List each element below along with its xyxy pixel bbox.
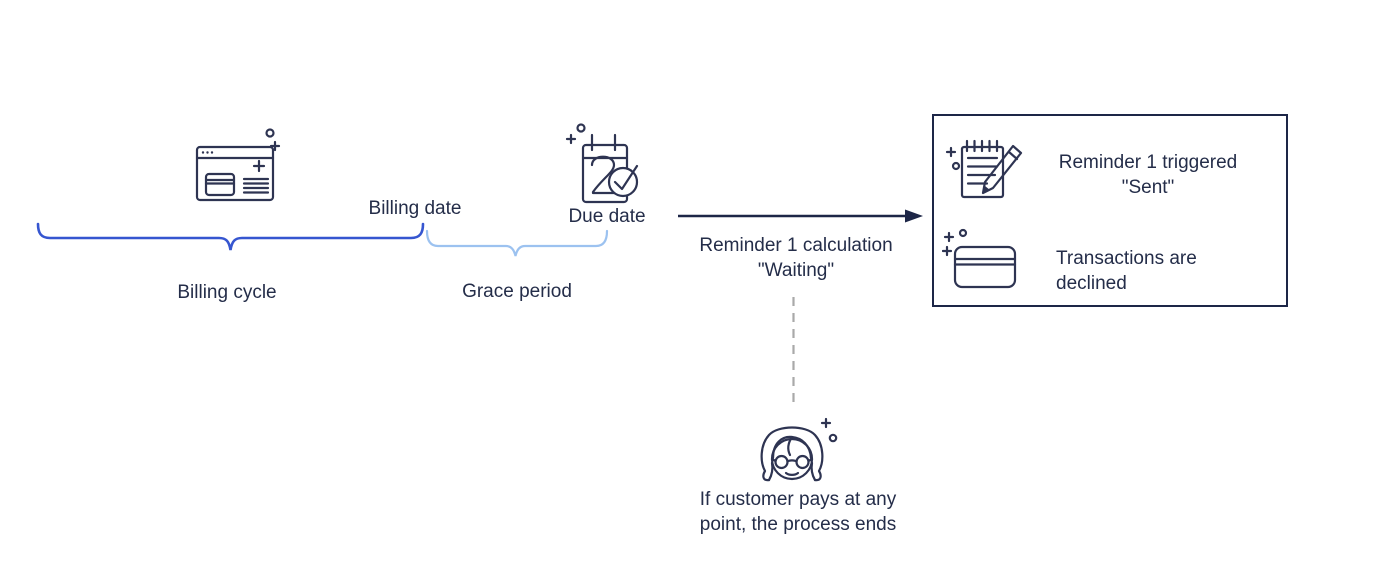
grace-period-label: Grace period bbox=[462, 281, 572, 302]
billing-cycle-label: Billing cycle bbox=[177, 282, 277, 303]
billing-cycle-brace bbox=[36, 222, 425, 251]
sparkle-circle bbox=[265, 128, 275, 138]
sparkle-plus bbox=[565, 133, 577, 145]
credit-card-icon bbox=[942, 228, 1017, 289]
sparkle-circle bbox=[828, 433, 838, 443]
arrow-label-line1: Reminder 1 calculation bbox=[699, 235, 893, 256]
glasses-bridge bbox=[786, 459, 798, 463]
notepad-pencil-icon bbox=[945, 139, 1023, 199]
calendar-digit-2 bbox=[590, 155, 617, 195]
transactions-declined-text: Transactions are declined bbox=[1056, 246, 1197, 296]
reminder-triggered-line1: Reminder 1 triggered bbox=[1058, 152, 1238, 173]
arrow-label-line2: "Waiting" bbox=[757, 260, 835, 281]
customer-note: If customer pays at any point, the proce… bbox=[700, 487, 896, 537]
sparkle-plus bbox=[945, 146, 957, 158]
sparkle-circle bbox=[958, 228, 968, 238]
hair bbox=[760, 426, 824, 482]
customer-note-line2: point, the process ends bbox=[699, 514, 897, 535]
due-date-label: Due date bbox=[568, 206, 646, 227]
sparkle-plus bbox=[269, 140, 281, 152]
calendar-check-icon bbox=[565, 123, 639, 204]
sparkle-plus bbox=[820, 417, 832, 429]
sparkle-plus bbox=[942, 245, 953, 257]
billing-date-label: Billing date bbox=[368, 198, 462, 219]
flow-arrow-head bbox=[905, 209, 923, 223]
pencil-tip bbox=[983, 186, 990, 193]
arrow-label: Reminder 1 calculation "Waiting" bbox=[699, 233, 892, 283]
transactions-line2: declined bbox=[1056, 273, 1127, 294]
person-customer-icon bbox=[760, 417, 838, 482]
grace-period-brace bbox=[425, 229, 609, 257]
transactions-line1: Transactions are bbox=[1056, 248, 1197, 269]
sparkle-circle bbox=[951, 161, 961, 171]
sparkle-circle bbox=[576, 123, 586, 133]
sparkle-plus bbox=[943, 231, 955, 243]
check-mark bbox=[613, 164, 639, 191]
reminder-triggered-text: Reminder 1 triggered "Sent" bbox=[1059, 150, 1237, 200]
reminder-triggered-line2: "Sent" bbox=[1121, 177, 1175, 198]
smile bbox=[784, 471, 800, 476]
customer-note-line1: If customer pays at any bbox=[699, 489, 897, 510]
browser-invoice-icon bbox=[195, 128, 281, 202]
